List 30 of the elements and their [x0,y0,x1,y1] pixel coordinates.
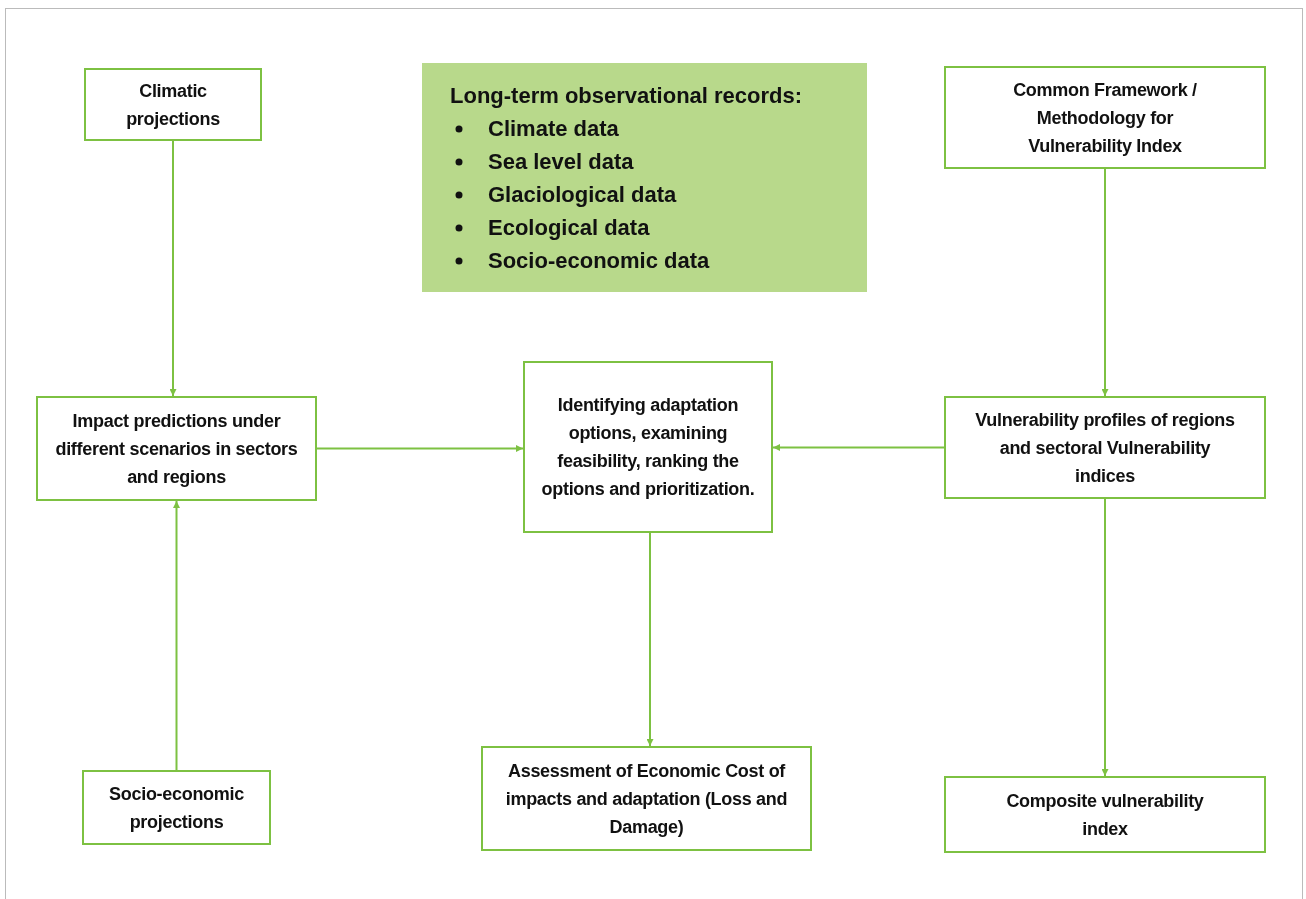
list-item: Glaciological data [488,181,677,207]
process-box [36,396,317,501]
arrow [169,140,177,397]
box-heading: Long-term observational records: [450,81,803,110]
list-item: Sea level data [488,148,634,174]
arrow [772,444,945,451]
arrow [1101,168,1109,397]
process-box [944,776,1266,853]
box-text: Composite vulnerability index [1005,789,1205,841]
list-item: Socio-economic data [488,247,710,273]
box-text: Common Framework / Methodology for Vulnerability Index [1012,78,1198,158]
box-text: Impact predictions under different scenarios in sectors and regions [54,409,299,489]
list-item: Ecological data [488,214,650,240]
arrow [1101,498,1109,777]
process-box [523,361,773,533]
process-box [944,66,1266,169]
arrow [316,445,524,452]
box-text: Identifying adaptation options, examining feasibility, ranking the options and prioritization. [541,394,755,501]
arrow [173,500,180,771]
box-text: Assessment of Economic Cost of impacts and adaptation (Loss and Damage) [504,759,789,839]
arrow [646,532,654,747]
process-box [82,770,271,845]
process-box [944,396,1266,499]
box-text: Vulnerability profiles of regions and sectoral Vulnerability indices [974,408,1236,488]
highlighted-box [422,63,867,292]
box-text: Climatic projections [125,79,221,131]
list-item: Climate data [488,115,619,141]
box-text: Socio-economic projections [108,782,245,834]
process-box [481,746,812,851]
process-box [84,68,262,141]
